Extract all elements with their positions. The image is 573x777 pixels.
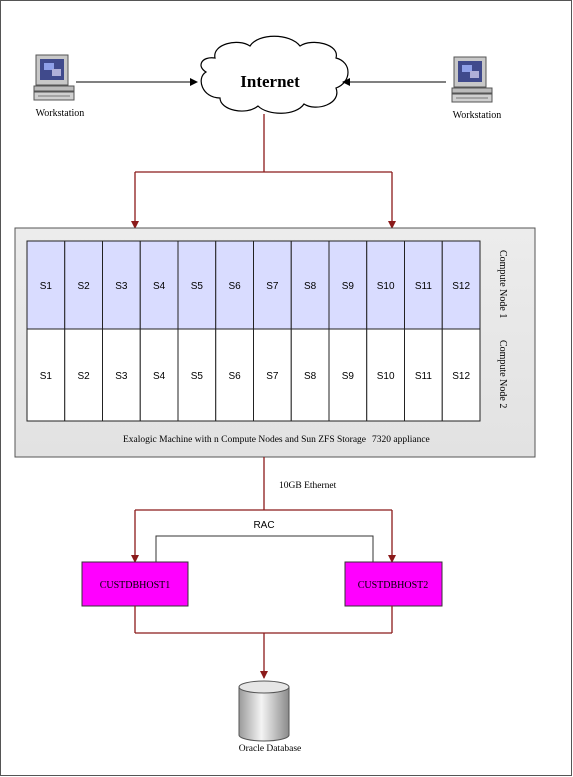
connector-exalogic-hosts [131,457,396,563]
slot-cell [215,240,254,330]
internet-cloud: Internet [200,35,349,114]
slot-label: S11 [415,281,432,292]
slot-label: S11 [415,371,432,382]
slot-cell [64,328,103,422]
slot-label: S9 [342,281,355,292]
slot-cell [26,240,66,330]
slot-label: S3 [115,281,128,292]
slot-cell [215,328,254,422]
database-icon [238,680,290,742]
slot-cell [328,328,368,422]
slot-label: S4 [153,371,166,382]
slot-cell [139,240,179,330]
slot-label: S9 [342,371,355,382]
workstation-left: Workstation [33,54,85,119]
internet-label: Internet [240,72,300,91]
slot-label: S8 [304,371,317,382]
slot-cell [404,328,443,422]
workstation-right: Workstation [451,56,502,121]
slot-cell [253,328,292,422]
slot-label: S2 [78,281,91,292]
slot-cell [366,240,405,330]
slot-label: S8 [304,281,317,292]
slot-label: S12 [452,281,470,292]
slot-label: S1 [40,371,53,382]
slot-label: S10 [377,371,395,382]
node2-label: Compute Node 2 [497,340,508,408]
db-host-1-box [81,561,189,607]
exalogic-caption: Exalogic Machine with n Compute Nodes an… [123,435,366,445]
rac-connector [155,535,374,562]
computer-icon [451,56,493,103]
slot-label: S10 [377,281,395,292]
rac-label: RAC [253,520,274,531]
slot-cell [441,328,481,422]
node1-label: Compute Node 1 [497,250,508,318]
db-host-2: CUSTDBHOST2 [344,561,443,607]
slot-label: S5 [191,371,204,382]
slot-label: S1 [40,281,53,292]
slot-label: S7 [266,371,279,382]
slot-label: S3 [115,371,128,382]
slot-cell [177,240,217,330]
database-label: Oracle Database [239,744,302,754]
slot-cell [290,328,330,422]
slot-label: S6 [229,281,242,292]
slot-label: S12 [452,371,470,382]
slot-label: S7 [266,281,279,292]
db-host-1: CUSTDBHOST1 [81,561,189,607]
slot-label: S2 [78,371,91,382]
slot-cell [177,328,217,422]
slot-cell [328,240,368,330]
slot-cell [64,240,103,330]
db-host-2-box [344,561,443,607]
slot-cell [366,328,405,422]
slot-cell [102,328,141,422]
link-label: 10GB Ethernet [279,481,337,491]
exalogic-caption-overlap: 7320 appliance [372,435,430,445]
connector-internet-exalogic [131,114,396,229]
db-host-2-label: CUSTDBHOST2 [358,580,429,591]
computer-icon [33,54,75,101]
workstation-right-label: Workstation [453,110,502,121]
workstation-left-label: Workstation [36,108,85,119]
slot-label: S6 [229,371,242,382]
connector-hosts-database [134,606,393,679]
db-host-1-label: CUSTDBHOST1 [100,580,171,591]
cloud-icon [200,35,349,114]
oracle-database: Oracle Database [238,680,302,754]
slot-label: S5 [191,281,204,292]
slot-label: S4 [153,281,166,292]
